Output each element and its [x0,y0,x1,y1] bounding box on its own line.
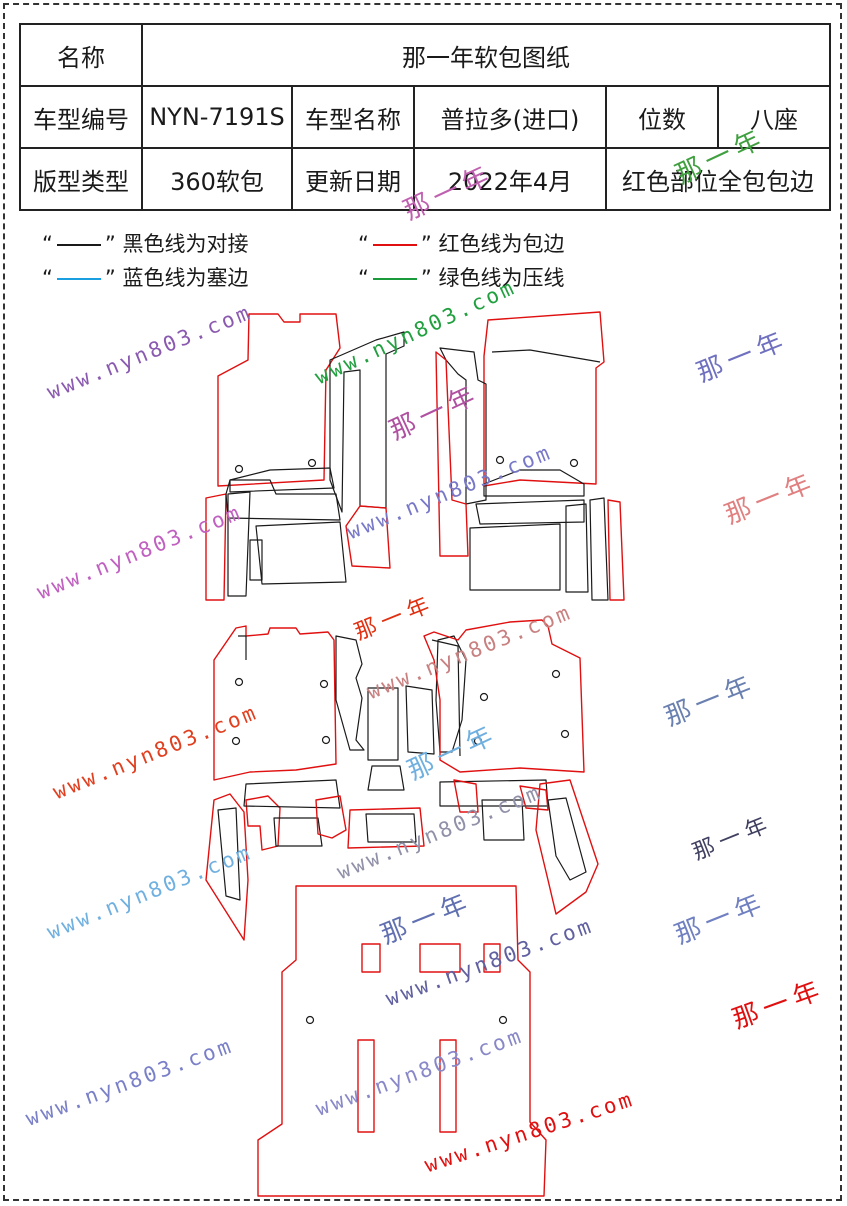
quote-close: ” [104,266,116,290]
name-value: 那一年软包图纸 [141,23,831,87]
black-line-swatch [56,244,101,246]
rear-cargo-mat [257,885,547,1197]
spec-row-name: 名称 那一年软包图纸 [19,23,831,87]
legend-green-text: 绿色线为压线 [438,266,565,290]
spec-row-type: 版型类型 360软包 更新日期 2022年4月 红色部位全包包边 [19,147,831,211]
seats-label: 位数 [605,85,719,149]
quote-close: ” [420,232,432,256]
second-row-left-mat [213,625,337,781]
legend-red-text: 红色线为包边 [438,232,565,256]
model-name-label: 车型名称 [291,85,415,149]
quote-open: “ [358,232,369,256]
type-label: 版型类型 [19,147,143,211]
quote-open: “ [358,266,369,290]
legend-green: “ ” 绿色线为压线 [358,262,564,292]
quote-close: ” [104,232,116,256]
red-line-swatch [372,244,417,246]
model-name-value: 普拉多(进口) [413,85,607,149]
spec-row-model: 车型编号 NYN-7191S 车型名称 普拉多(进口) 位数 八座 [19,85,831,149]
quote-close: ” [420,266,432,290]
green-line-swatch [372,278,417,280]
front-left-side-strip [205,479,347,601]
third-row-right-pieces [439,779,599,915]
name-label: 名称 [19,23,143,87]
center-tunnel-front-right [435,347,487,557]
blue-line-swatch [56,278,101,280]
model-code-value: NYN-7191S [141,85,293,149]
note-value: 红色部位全包包边 [605,147,831,211]
date-label: 更新日期 [291,147,415,211]
dashed-page-border [3,3,842,1201]
third-row-left-pieces [205,779,425,941]
legend-black-text: 黑色线为对接 [122,232,249,256]
legend-black: “ ” 黑色线为对接 [42,228,248,258]
legend-blue-text: 蓝色线为塞边 [122,266,249,290]
legend-red: “ ” 红色线为包边 [358,228,564,258]
center-tunnel-front-left [329,331,405,569]
spec-table: 名称 那一年软包图纸 车型编号 NYN-7191S 车型名称 普拉多(进口) 位… [19,23,831,211]
legend-blue: “ ” 蓝色线为塞边 [42,262,248,292]
quote-open: “ [42,232,53,256]
quote-open: “ [42,266,53,290]
second-row-right-mat [423,619,585,773]
front-right-side-strip [469,497,625,601]
type-value: 360软包 [141,147,293,211]
seats-value: 八座 [717,85,831,149]
front-right-mat [483,311,605,497]
center-tunnel-rear [335,635,467,791]
model-code-label: 车型编号 [19,85,143,149]
front-left-mat [217,313,341,493]
date-value: 2022年4月 [413,147,607,211]
